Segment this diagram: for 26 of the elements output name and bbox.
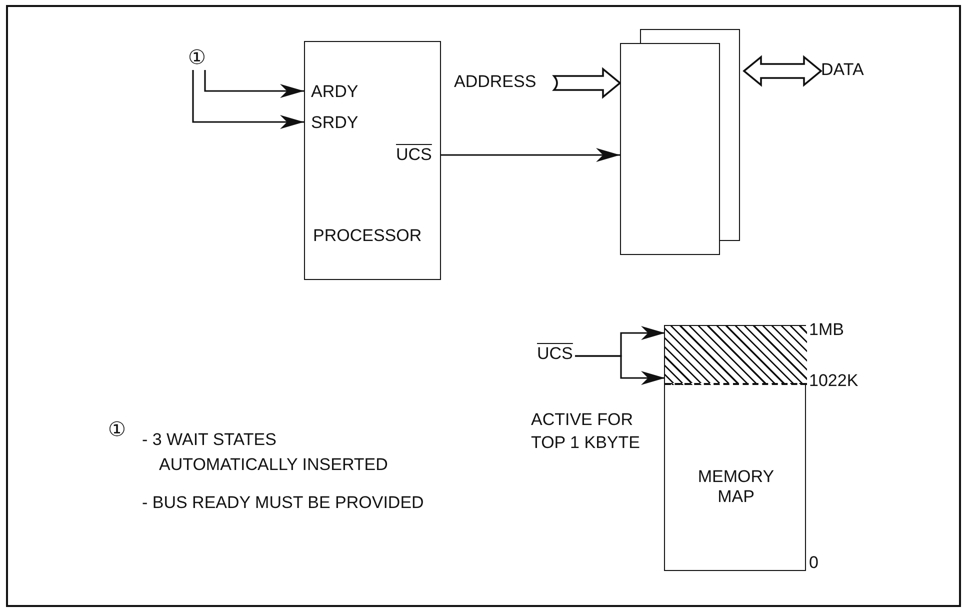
processor-block [304, 41, 441, 280]
memory-map-block [664, 325, 806, 571]
bus-arrow [553, 68, 621, 98]
pin-label: SRDY [311, 113, 358, 133]
block-label: PROCESSOR [313, 226, 422, 246]
signal-label: UCS [537, 344, 573, 364]
address-label: 1MB [809, 320, 844, 340]
pin-label: UCS [396, 145, 432, 165]
arrow [441, 148, 620, 162]
block-label: MEMORY MAP [696, 467, 776, 507]
pin-label: ARDY [311, 82, 358, 102]
note-text: - BUS READY MUST BE PROVIDED [142, 493, 425, 513]
arrow [575, 355, 665, 385]
bus-arrow [742, 55, 822, 87]
address-label: 0 [809, 553, 818, 573]
signal-label: ADDRESS [454, 72, 536, 92]
arrow [204, 70, 304, 98]
signal-label: DATA [821, 60, 864, 80]
note-marker: ① [108, 420, 126, 440]
memory-device-block [620, 29, 740, 255]
annotation-text: ACTIVE FOR TOP 1 KBYTE [531, 409, 641, 454]
arrow [192, 70, 304, 129]
hatched-region [665, 326, 807, 385]
address-label: 1022K [809, 371, 858, 391]
note-marker: ① [188, 48, 206, 68]
note-text: - 3 WAIT STATES AUTOMATICALLY INSERTED [142, 429, 389, 476]
